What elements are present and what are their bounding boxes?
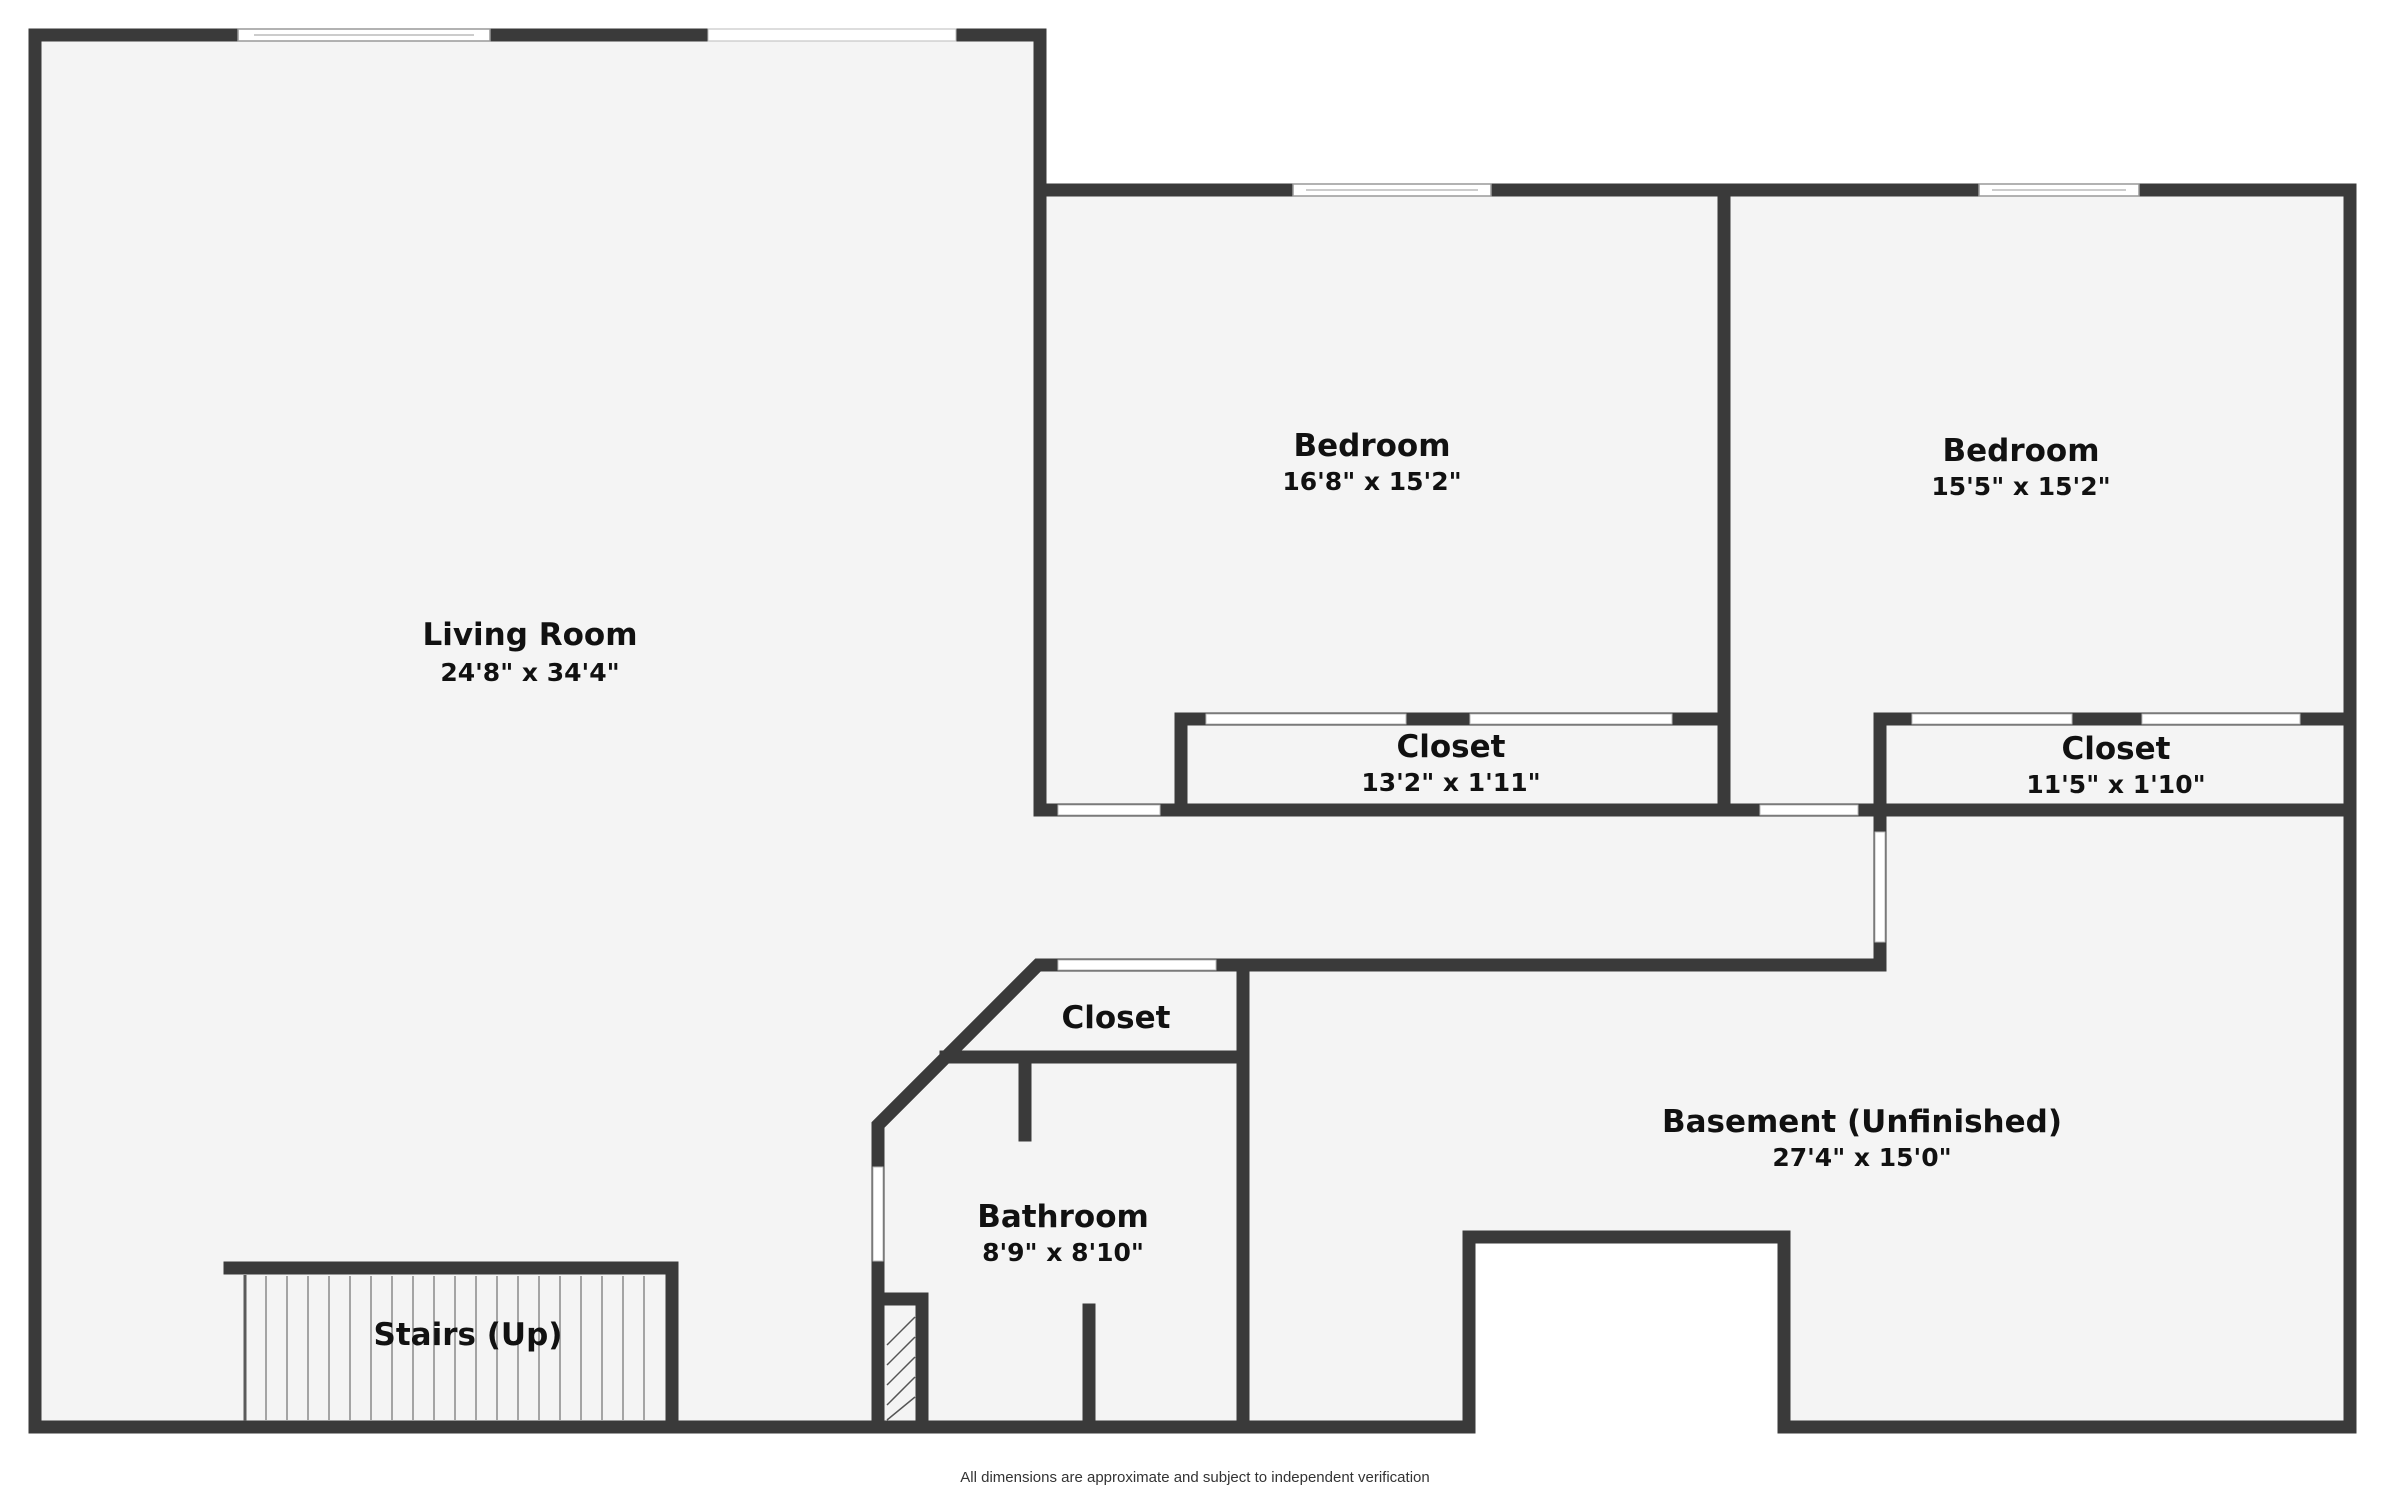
bath-chase-wall [877,1292,929,1434]
door-opening [1759,804,1859,816]
closet-door [1205,713,1407,725]
basement-dimensions: 27'4" x 15'0" [1772,1143,1951,1172]
openings [237,28,2301,1262]
disclaimer-text: All dimensions are approximate and subje… [960,1469,1430,1486]
door-opening [1057,804,1161,816]
closet-1-name: Closet [1397,729,1506,765]
floor-area [35,35,2350,1427]
closet-door [2141,713,2301,725]
stairs-treads [265,1276,645,1420]
closet-door [1469,713,1673,725]
closet-door [1911,713,2073,725]
closet-3-name: Closet [1062,1000,1171,1036]
living-room-name: Living Room [422,617,637,653]
stairs-wall [223,1261,679,1434]
basement-name: Basement (Unfinished) [1662,1104,2062,1140]
window [707,28,957,42]
door-opening [1057,959,1217,971]
closet-1-dimensions: 13'2" x 1'11" [1361,768,1540,797]
room-labels: Living Room 24'8" x 34'4" Bedroom 16'8" … [374,428,2206,1353]
door-opening [1874,831,1886,943]
bedroom-2-dimensions: 15'5" x 15'2" [1931,472,2110,501]
stairs-name: Stairs (Up) [374,1317,563,1353]
bathroom-dimensions: 8'9" x 8'10" [982,1238,1144,1267]
living-room-dimensions: 24'8" x 34'4" [440,658,619,687]
bedroom-1-name: Bedroom [1293,428,1450,464]
bedroom-2-name: Bedroom [1942,433,2099,469]
closet-2-name: Closet [2062,731,2171,767]
door-opening [872,1166,884,1262]
bathroom-name: Bathroom [977,1199,1149,1235]
closet-2-dimensions: 11'5" x 1'10" [2026,770,2205,799]
chase-hatch [886,1316,916,1421]
bedroom-1-dimensions: 16'8" x 15'2" [1282,467,1461,496]
